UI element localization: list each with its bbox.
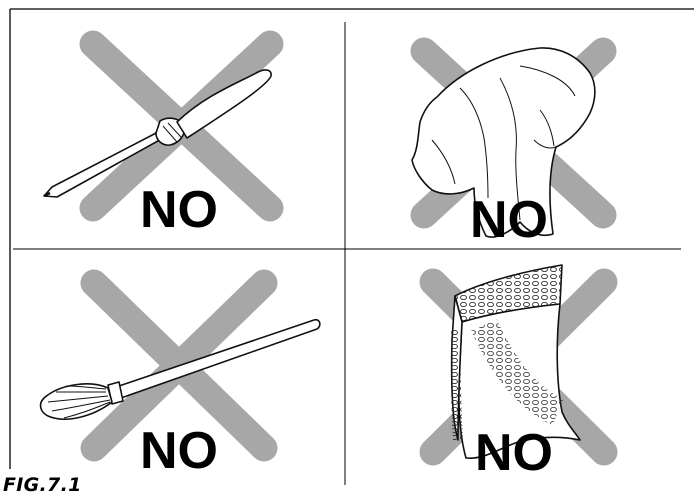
panel-label: NO: [140, 422, 218, 480]
panel-sponge: NO: [433, 265, 604, 482]
panel-cloth: NO: [412, 48, 603, 249]
panel-label: NO: [475, 424, 553, 482]
panel-brush: NO: [41, 283, 320, 480]
panel-screwdriver: NO: [44, 44, 271, 239]
panel-label: NO: [140, 181, 218, 239]
brush-icon: [41, 320, 320, 419]
figure-caption: FIG.7.1: [3, 474, 82, 496]
panel-label: NO: [470, 191, 548, 249]
